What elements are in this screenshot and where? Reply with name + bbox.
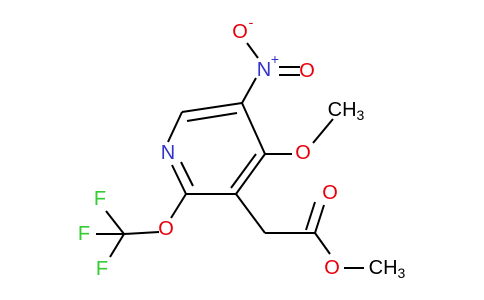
fluorine-top-label: F <box>94 188 106 210</box>
bond-ccarbonyl-oester <box>314 232 331 255</box>
ring-nitrogen-label: N <box>161 142 175 164</box>
methoxy-oxygen-label: O <box>295 142 311 164</box>
ester-ch3-c: CH <box>369 257 398 279</box>
trifluoromethoxy-oxygen-label: O <box>158 218 174 240</box>
bond-ccarbonyl-ocarbonyl-a <box>314 204 325 234</box>
ester-ch3-sub: 3 <box>398 265 406 281</box>
bond-ring-n-c6 <box>167 111 183 143</box>
bond-ccarbonyl-ocarbonyl-b <box>305 201 316 231</box>
bond-c5-nnitro <box>241 77 257 104</box>
nitro-nitrogen-label: N <box>257 59 271 81</box>
carbonyl-oxygen-label: O <box>322 182 338 204</box>
bond-ring-c2-n <box>171 164 187 195</box>
bond-ring-c6-c5-inner <box>186 112 238 122</box>
fluorine-left-label: F <box>78 223 90 245</box>
methoxy-ch3-sub: 3 <box>357 107 365 123</box>
ester-oxygen-label: O <box>324 257 340 279</box>
bond-cf3-fbottom <box>109 233 125 258</box>
bond-c3-ch2 <box>235 193 266 234</box>
bond-nnitro-otop <box>246 42 259 59</box>
fluorine-bottom-label: F <box>96 258 108 280</box>
nitro-right-oxygen-label: O <box>299 60 315 82</box>
nitro-top-oxygen-charge: - <box>249 14 254 30</box>
ester-ch3-label: CH3 <box>369 257 406 281</box>
methoxy-ch3-c: CH <box>328 99 357 121</box>
bond-otrifluoro-cf3 <box>123 231 160 235</box>
bond-c2-otrifluoro <box>170 193 187 219</box>
bond-ring-c5-c4 <box>241 102 266 155</box>
bond-ring-c4-c3 <box>235 153 266 195</box>
bonds <box>96 42 364 269</box>
bond-omethoxy-ch3 <box>312 118 334 144</box>
bond-ring-c6-c5 <box>181 102 243 113</box>
atom-labels: N O - N + O O CH3 O F F F O O CH3 <box>78 14 406 281</box>
bond-ring-c2-n-inner <box>180 161 194 187</box>
nitro-top-oxygen-label: O <box>232 21 248 43</box>
methoxy-ch3-label: CH3 <box>328 99 365 123</box>
bond-ring-c4-c3-inner <box>230 153 257 189</box>
nitro-nitrogen-charge: + <box>271 51 279 67</box>
bond-cf3-ftop <box>105 210 125 235</box>
